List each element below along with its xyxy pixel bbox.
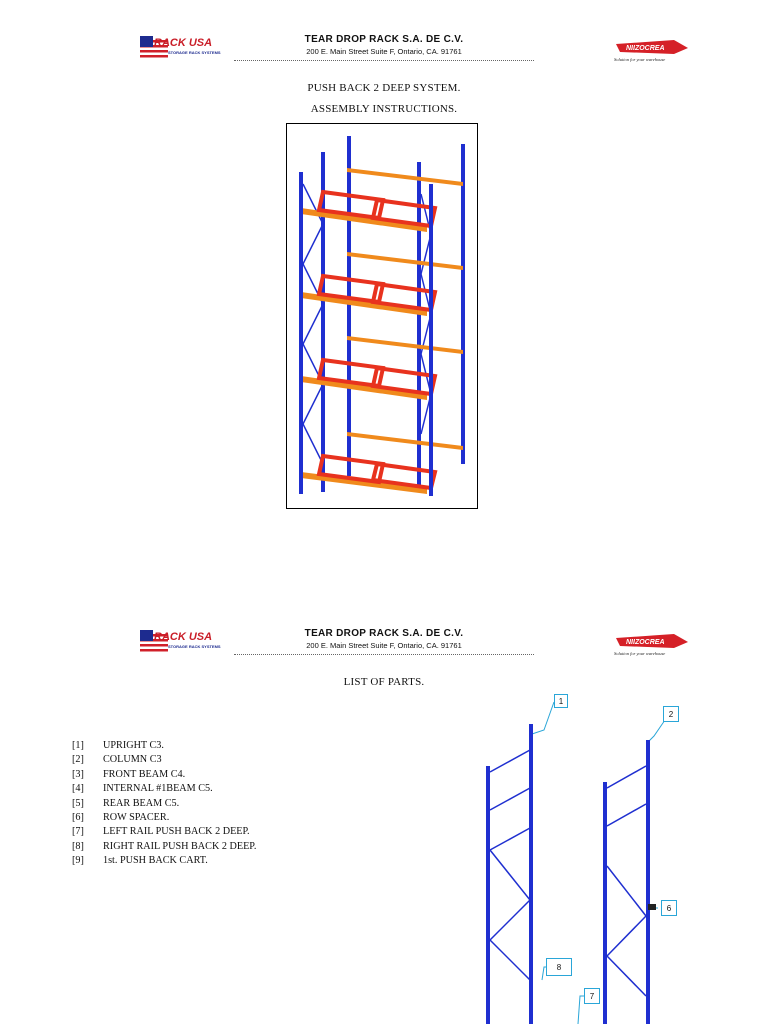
company-block: TEAR DROP RACK S.A. DE C.V. 200 E. Main …	[234, 34, 534, 61]
svg-text:STORAGE RACK SYSTEMS: STORAGE RACK SYSTEMS	[168, 50, 221, 55]
list-item: [9]1st. PUSH BACK CART.	[72, 855, 208, 867]
company-name: TEAR DROP RACK S.A. DE C.V.	[304, 34, 464, 45]
company-address: 200 E. Main Street Suite F, Ontario, CA.…	[306, 47, 462, 56]
niizocrea-logo: NIIZOCREA Solution for your warehouse	[614, 40, 688, 62]
list-item: [6]ROW SPACER.	[72, 812, 170, 824]
rack-level-1	[301, 168, 463, 232]
header-divider	[234, 654, 534, 655]
header-divider	[234, 60, 534, 61]
rack-level-3	[301, 336, 463, 400]
rack-level-2	[301, 252, 463, 316]
list-item: [8]RIGHT RAIL PUSH BACK 2 DEEP.	[72, 840, 257, 852]
callout-6: 6	[661, 900, 677, 916]
svg-text:STORAGE RACK SYSTEMS: STORAGE RACK SYSTEMS	[168, 644, 221, 649]
svg-text:Solution for your warehouse: Solution for your warehouse	[614, 57, 665, 62]
page1-title-line2: ASSEMBLY INSTRUCTIONS.	[310, 103, 458, 115]
list-item: [1]UPRIGHT C3.	[72, 740, 164, 751]
svg-text:NIIZOCREA: NIIZOCREA	[626, 45, 665, 52]
company-name: TEAR DROP RACK S.A. DE C.V.	[304, 628, 464, 639]
page2-title: LIST OF PARTS.	[343, 676, 425, 688]
rack-illustration	[299, 136, 465, 496]
svg-text:NIIZOCREA: NIIZOCREA	[626, 639, 665, 646]
svg-text:RACK USA: RACK USA	[154, 37, 212, 49]
company-address: 200 E. Main Street Suite F, Ontario, CA.…	[306, 641, 462, 650]
page1-title-line1: PUSH BACK 2 DEEP SYSTEM.	[307, 82, 461, 94]
rack-level-4	[301, 432, 463, 494]
rack-usa-logo: RACK USA STORAGE RACK SYSTEMS	[140, 630, 221, 654]
page1-header: RACK USA STORAGE RACK SYSTEMS TEAR DROP …	[0, 30, 768, 90]
list-item: [2]COLUMN C3	[72, 754, 162, 766]
parts-illustration	[486, 701, 666, 1024]
callout-1: 1	[554, 694, 568, 708]
svg-text:RACK USA: RACK USA	[154, 631, 212, 643]
page2-header: RACK USA STORAGE RACK SYSTEMS TEAR DROP …	[0, 624, 768, 684]
callout-8: 8	[546, 958, 572, 976]
list-item: [3]FRONT BEAM C4.	[72, 768, 186, 780]
svg-text:Solution for your warehouse: Solution for your warehouse	[614, 651, 665, 656]
list-item: [4]INTERNAL #1BEAM C5.	[72, 783, 213, 795]
list-item: [7]LEFT RAIL PUSH BACK 2 DEEP.	[72, 826, 250, 838]
list-item: [5]REAR BEAM C5.	[72, 797, 180, 809]
callout-2: 2	[663, 706, 679, 722]
company-block: TEAR DROP RACK S.A. DE C.V. 200 E. Main …	[234, 628, 534, 655]
rack-assembly-figure	[286, 123, 478, 509]
rack-usa-logo: RACK USA STORAGE RACK SYSTEMS	[140, 36, 221, 60]
callout-7: 7	[584, 988, 600, 1004]
parts-list: [1]UPRIGHT C3. [2]COLUMN C3 [3]FRONT BEA…	[72, 739, 256, 869]
niizocrea-logo: NIIZOCREA Solution for your warehouse	[614, 634, 688, 656]
